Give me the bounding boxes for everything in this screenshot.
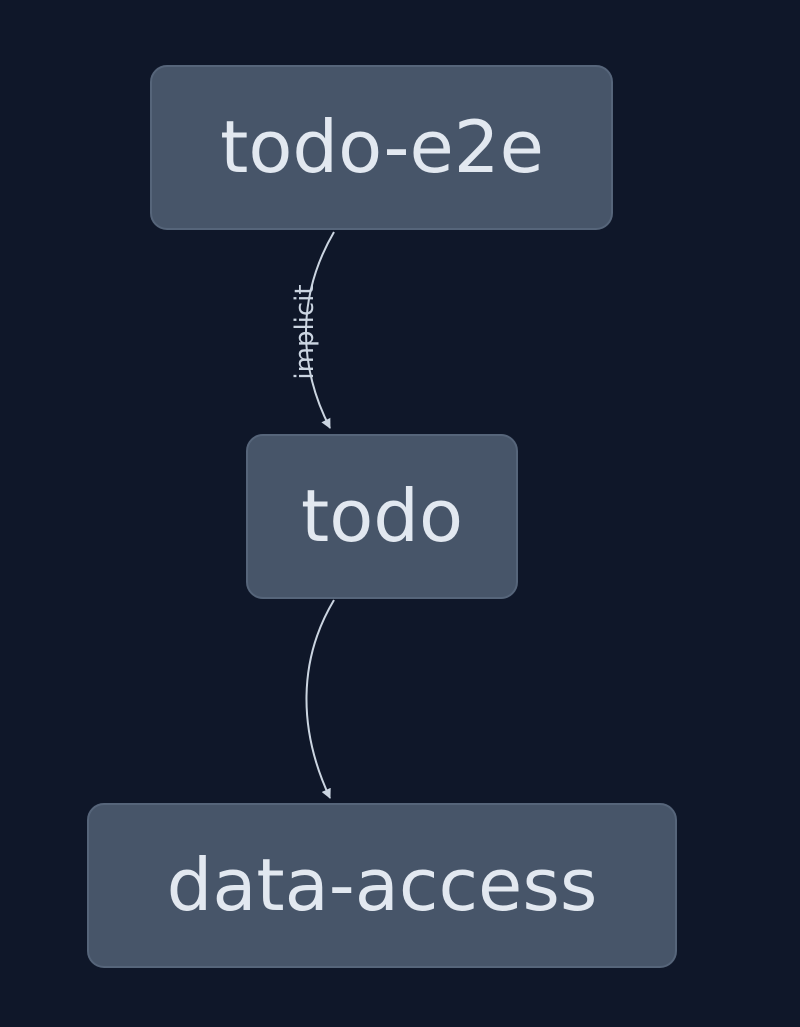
node-box-todo[interactable] — [246, 434, 518, 599]
node-todo-e2e[interactable]: todo-e2e — [150, 65, 613, 230]
edge-todo-to-data-access — [305, 599, 335, 799]
node-data-access[interactable]: data-access — [87, 803, 677, 968]
node-box-data-access[interactable] — [87, 803, 677, 968]
edge-todo-e2e-to-todo: implicit — [290, 231, 335, 429]
node-todo[interactable]: todo — [246, 434, 518, 599]
edge-line-todo-to-data-access — [305, 599, 335, 799]
edge-line-todo-e2e-to-todo — [305, 231, 335, 429]
node-box-todo-e2e[interactable] — [150, 65, 613, 230]
edge-label-implicit: implicit — [290, 284, 320, 379]
